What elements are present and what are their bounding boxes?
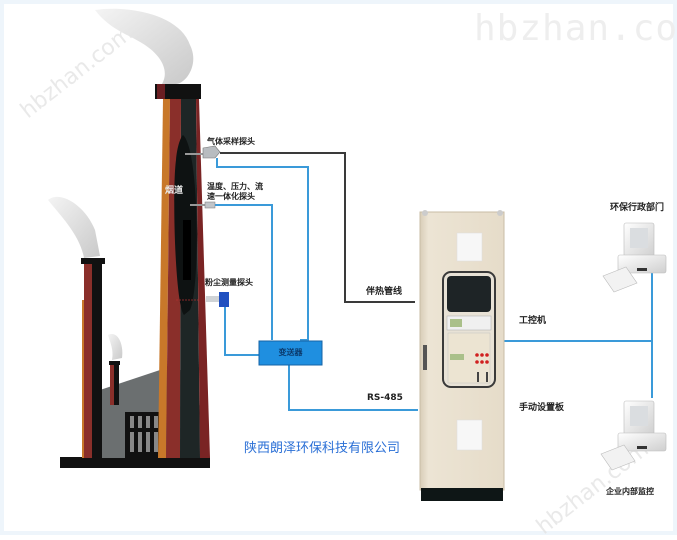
small-chimney-left [48, 196, 105, 458]
dust-probe [206, 292, 229, 307]
main-stack-cap [155, 84, 201, 99]
computer-epa-icon [602, 222, 667, 293]
rs485-label: RS-485 [367, 393, 403, 403]
dust-probe-label: 粉尘测量探头 [205, 278, 253, 287]
transmitter-box [258, 340, 323, 366]
cabinet-screen [447, 276, 491, 312]
signal-line-gas-probe [216, 158, 309, 341]
gas-sampling-probe-label: 气体采样探头 [207, 137, 255, 146]
transmitter-label: 变送器 [278, 348, 303, 357]
signal-line-tpf-probe [215, 204, 273, 340]
heat-trace-line-label: 伴热管线 [366, 287, 403, 297]
analyzer-cabinet [419, 210, 505, 501]
company-name: 陕西朗泽环保科技有限公司 [244, 441, 401, 456]
rs485-line [288, 365, 418, 411]
tiny-chimney [108, 334, 123, 405]
heat-trace-line [220, 152, 415, 303]
tpf-probe-label-line1: 温度、压力、流 [207, 182, 263, 191]
computer-internal-icon [600, 400, 667, 471]
main-stack [95, 8, 210, 458]
ipc-label: 工控机 [519, 316, 547, 326]
epa-department-label: 环保行政部门 [610, 203, 665, 213]
gas-sampling-probe [185, 145, 221, 159]
tpf-probe-label-line2: 速一体化探头 [207, 192, 255, 201]
internal-monitoring-label: 企业内部监控 [606, 487, 654, 496]
factory-door [125, 412, 163, 458]
watermark-top: hbzhan.com [474, 8, 677, 49]
signal-line-dust-probe [224, 307, 259, 356]
manual-panel-label: 手动设置板 [519, 403, 565, 413]
flue-label: 烟道 [165, 186, 184, 196]
ground-base [60, 457, 210, 468]
